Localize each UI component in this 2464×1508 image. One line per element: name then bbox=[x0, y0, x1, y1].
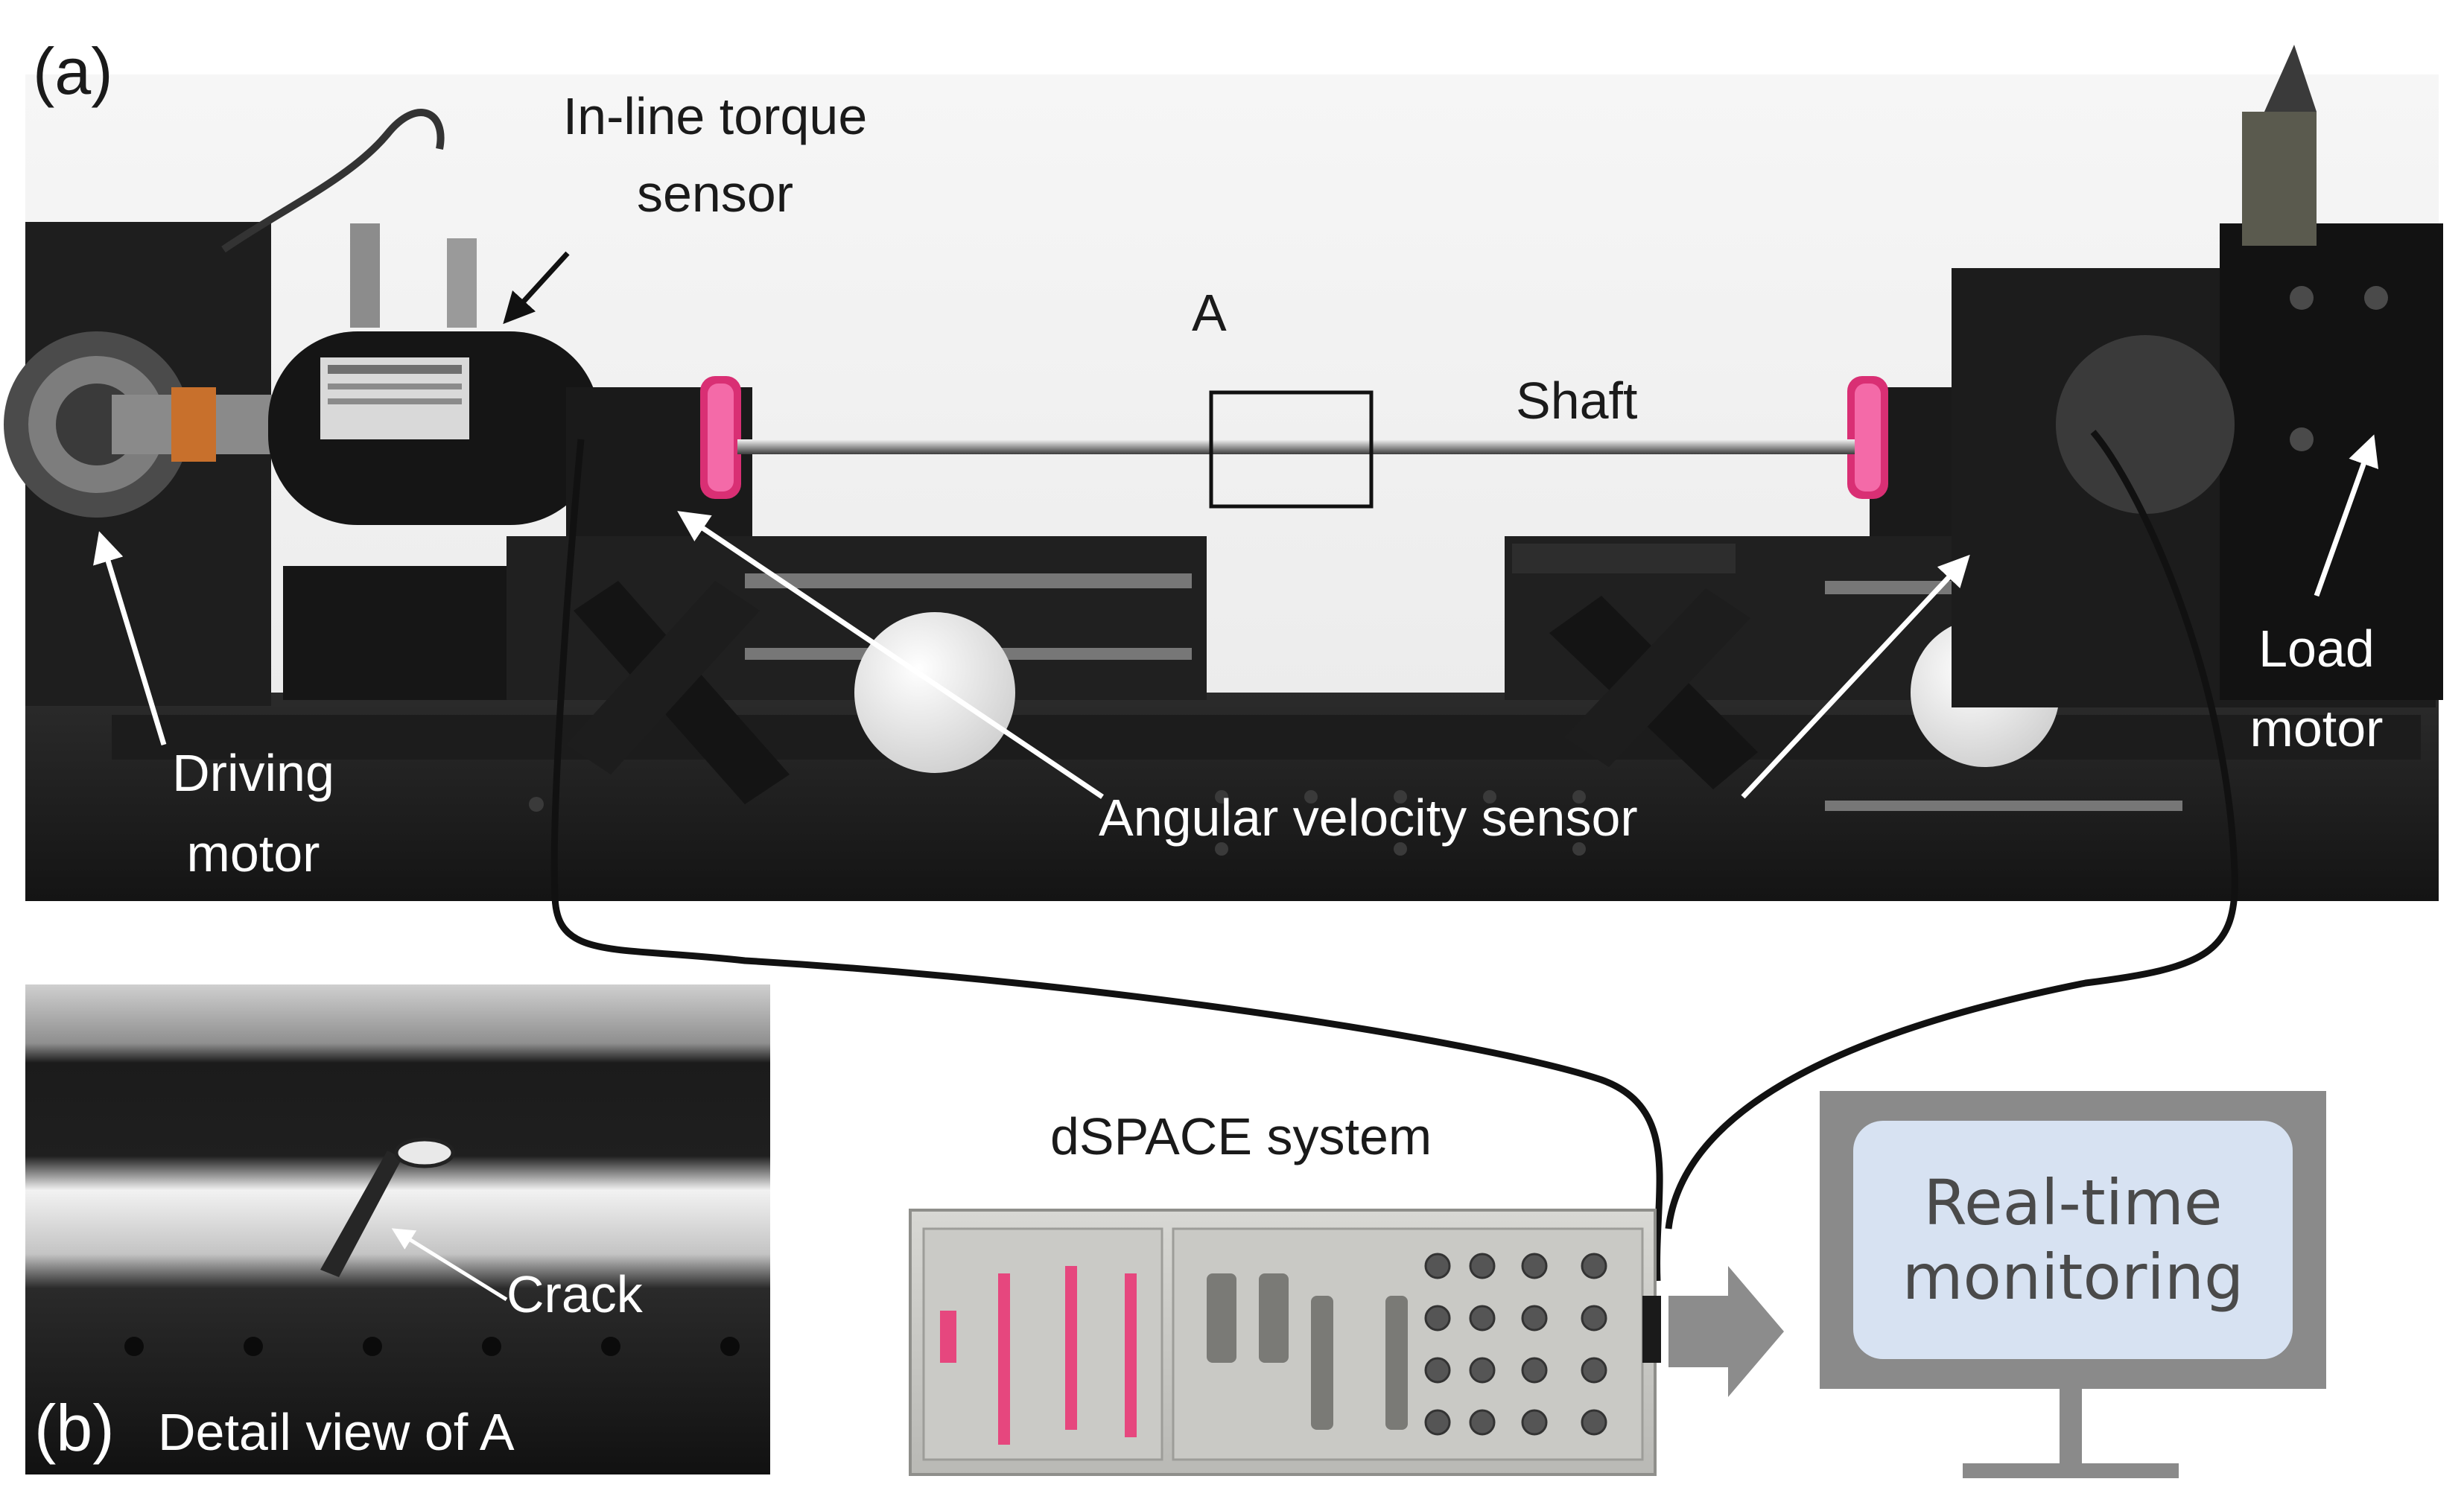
monitor-text-line1: Real-time bbox=[1923, 1166, 2223, 1239]
monitor-icon bbox=[1820, 1091, 2326, 1478]
driving-motor-label-line1: Driving bbox=[172, 744, 334, 802]
crack-detail-photo bbox=[25, 984, 770, 1474]
torque-sensor-body bbox=[221, 109, 600, 700]
load-motor-label-line1: Load bbox=[2258, 620, 2375, 678]
dspace-label: dSPACE system bbox=[1050, 1107, 1432, 1165]
monitor-text-line2: monitoring bbox=[1902, 1241, 2244, 1314]
shaft bbox=[737, 439, 1855, 454]
crack-arrow bbox=[391, 1228, 508, 1302]
load-motor-arrow bbox=[2314, 434, 2379, 597]
dspace-box bbox=[909, 1209, 1661, 1476]
angular-sensor-arrow-right bbox=[1741, 554, 1970, 799]
cable-left bbox=[550, 439, 1663, 1282]
panel-b-letter: (b) bbox=[34, 1391, 115, 1465]
box-a-label: A bbox=[1192, 284, 1227, 342]
driving-motor-label-line2: motor bbox=[186, 824, 320, 882]
cable-right bbox=[1665, 430, 2238, 1229]
angular-sensor-arrow-left bbox=[677, 511, 1104, 799]
panel-a-letter: (a) bbox=[33, 34, 113, 108]
crack-label: Crack bbox=[507, 1265, 643, 1323]
panel-b-caption: Detail view of A bbox=[158, 1403, 515, 1461]
driving-motor-arrow bbox=[93, 531, 167, 746]
torque-sensor-arrow bbox=[503, 251, 570, 325]
left-sensor-mount bbox=[507, 376, 1207, 804]
load-motor bbox=[1952, 45, 2443, 707]
flow-arrow bbox=[1668, 1266, 1784, 1397]
shaft-label: Shaft bbox=[1516, 372, 1638, 430]
angular-velocity-sensor-label: Angular velocity sensor bbox=[1099, 789, 1638, 847]
torque-sensor-label-line2: sensor bbox=[636, 165, 794, 223]
torque-sensor-label-line1: In-line torque bbox=[562, 87, 868, 145]
load-motor-label-line2: motor bbox=[2249, 699, 2384, 757]
driving-motor bbox=[4, 222, 276, 706]
test-rig-photo bbox=[4, 45, 2443, 901]
detail-box-a bbox=[1209, 390, 1374, 509]
